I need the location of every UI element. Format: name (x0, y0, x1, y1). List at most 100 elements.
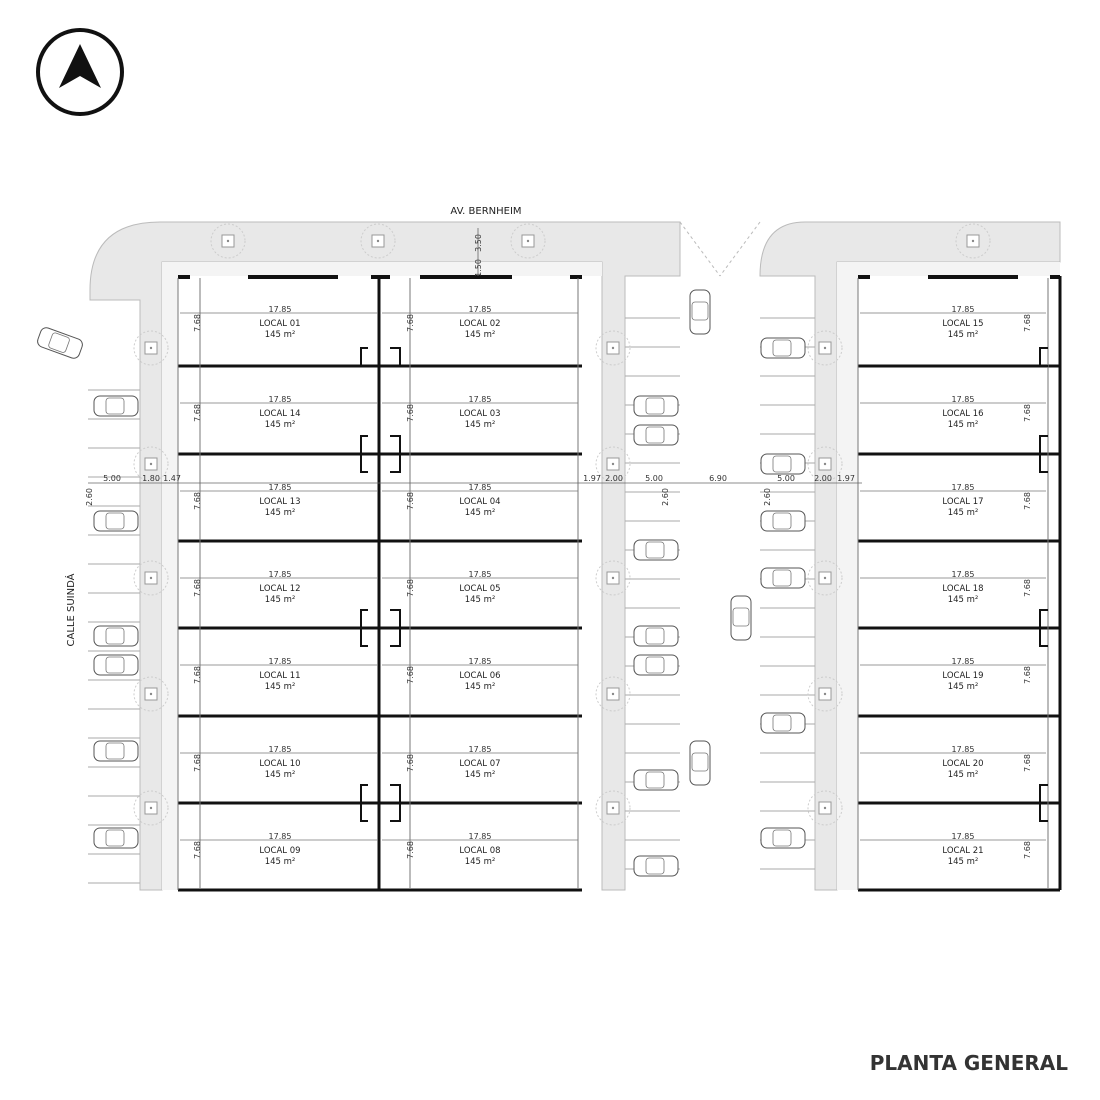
local-area: 145 m² (948, 682, 979, 692)
local-depth: 7.68 (193, 754, 202, 772)
restroom-icon (1039, 784, 1048, 822)
local-depth: 7.68 (1023, 666, 1032, 684)
parked-cars (37, 289, 806, 877)
tree-icon (595, 446, 631, 482)
local-area: 145 m² (948, 770, 979, 780)
local-depth: 7.68 (1023, 754, 1032, 772)
horizontal-dimension: 2.00 (605, 474, 623, 483)
local-name: LOCAL 16 (942, 409, 983, 419)
street-name-left: CALLE SUINDÁ (64, 573, 77, 646)
car-icon (760, 567, 806, 589)
local-width: 17.85 (269, 745, 292, 754)
local-name: LOCAL 05 (459, 584, 500, 594)
car-icon (760, 712, 806, 734)
car-icon (93, 654, 139, 676)
tree-icon (510, 223, 546, 259)
tree-icon (955, 223, 991, 259)
local-width: 17.85 (469, 745, 492, 754)
local-width: 17.85 (952, 745, 975, 754)
tree-icon (210, 223, 246, 259)
horizontal-dimension: 1.47 (163, 474, 181, 483)
car-icon (689, 289, 711, 335)
local-depth: 7.68 (406, 841, 415, 859)
car-icon (633, 654, 679, 676)
horizontal-dimension: 5.00 (103, 474, 121, 483)
local-depth: 7.68 (193, 314, 202, 332)
local-depth: 7.68 (193, 404, 202, 422)
horizontal-dimension: 1.97 (837, 474, 855, 483)
car-icon (37, 327, 83, 359)
car-icon (633, 769, 679, 791)
car-icon (633, 424, 679, 446)
local-name: LOCAL 20 (942, 759, 983, 769)
local-area: 145 m² (465, 682, 496, 692)
local-area: 145 m² (265, 595, 296, 605)
horizontal-dimension: 2.00 (814, 474, 832, 483)
local-area: 145 m² (265, 508, 296, 518)
horizontal-dimension: 6.90 (709, 474, 727, 483)
trees (133, 223, 991, 826)
local-depth: 7.68 (1023, 579, 1032, 597)
street-name-top: AV. BERNHEIM (450, 206, 521, 217)
local-area: 145 m² (265, 682, 296, 692)
local-depth: 7.68 (406, 314, 415, 332)
local-name: LOCAL 18 (942, 584, 983, 594)
local-area: 145 m² (265, 420, 296, 430)
local-name: LOCAL 13 (259, 497, 300, 507)
local-name: LOCAL 04 (459, 497, 500, 507)
local-depth: 7.68 (406, 492, 415, 510)
local-width: 17.85 (469, 832, 492, 841)
horizontal-dimension: 1.80 (142, 474, 160, 483)
local-width: 17.85 (952, 483, 975, 492)
local-name: LOCAL 14 (259, 409, 300, 419)
car-icon (689, 740, 711, 786)
local-area: 145 m² (465, 420, 496, 430)
car-icon (93, 827, 139, 849)
local-name: LOCAL 15 (942, 319, 983, 329)
local-name: LOCAL 06 (459, 671, 500, 681)
horizontal-dimension: 5.00 (777, 474, 795, 483)
local-width: 17.85 (269, 570, 292, 579)
local-name: LOCAL 12 (259, 584, 300, 594)
local-depth: 7.68 (1023, 404, 1032, 422)
local-depth: 7.68 (193, 666, 202, 684)
local-width: 17.85 (269, 483, 292, 492)
local-depth: 7.68 (1023, 314, 1032, 332)
restroom-icon (360, 435, 401, 473)
local-name: LOCAL 09 (259, 846, 300, 856)
local-width: 17.85 (952, 657, 975, 666)
car-icon (633, 625, 679, 647)
local-depth: 7.68 (1023, 841, 1032, 859)
local-area: 145 m² (465, 508, 496, 518)
local-name: LOCAL 01 (259, 319, 300, 329)
tree-icon (133, 790, 169, 826)
local-depth: 7.68 (193, 492, 202, 510)
car-icon (760, 453, 806, 475)
restroom-icon (360, 784, 401, 822)
restroom-icon (1039, 347, 1048, 367)
local-width: 17.85 (952, 395, 975, 404)
local-depth: 7.68 (406, 754, 415, 772)
tree-icon (360, 223, 396, 259)
local-depth: 7.68 (193, 841, 202, 859)
restroom-icon (1039, 435, 1048, 473)
local-width: 17.85 (952, 305, 975, 314)
local-name: LOCAL 08 (459, 846, 500, 856)
local-area: 145 m² (465, 857, 496, 867)
local-name: LOCAL 07 (459, 759, 500, 769)
local-width: 17.85 (269, 395, 292, 404)
tree-icon (133, 676, 169, 712)
building-walls (177, 275, 1062, 892)
local-area: 145 m² (265, 857, 296, 867)
local-name: LOCAL 10 (259, 759, 300, 769)
